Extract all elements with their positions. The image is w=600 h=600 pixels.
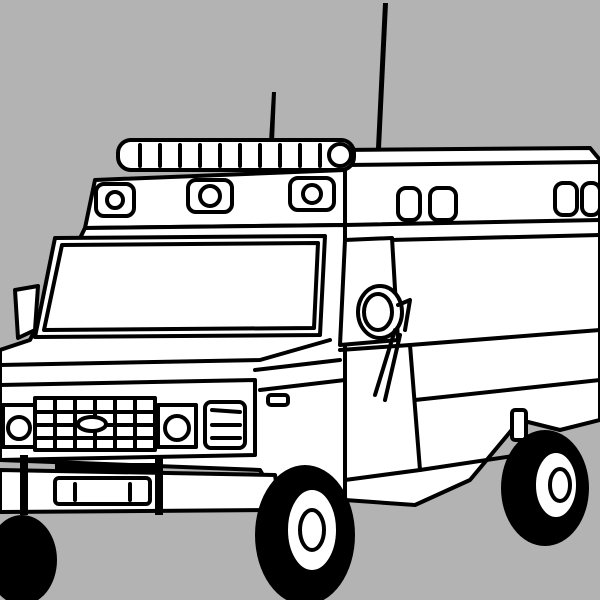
- rear-wheel: [501, 430, 589, 546]
- front-end: [0, 378, 257, 462]
- ambulance-box: [338, 146, 600, 507]
- front-wheel: [255, 465, 355, 600]
- light-bar: [116, 138, 356, 172]
- antennas: [269, 3, 388, 148]
- cab-roof: [83, 168, 347, 230]
- left-front-wheel: [0, 515, 57, 600]
